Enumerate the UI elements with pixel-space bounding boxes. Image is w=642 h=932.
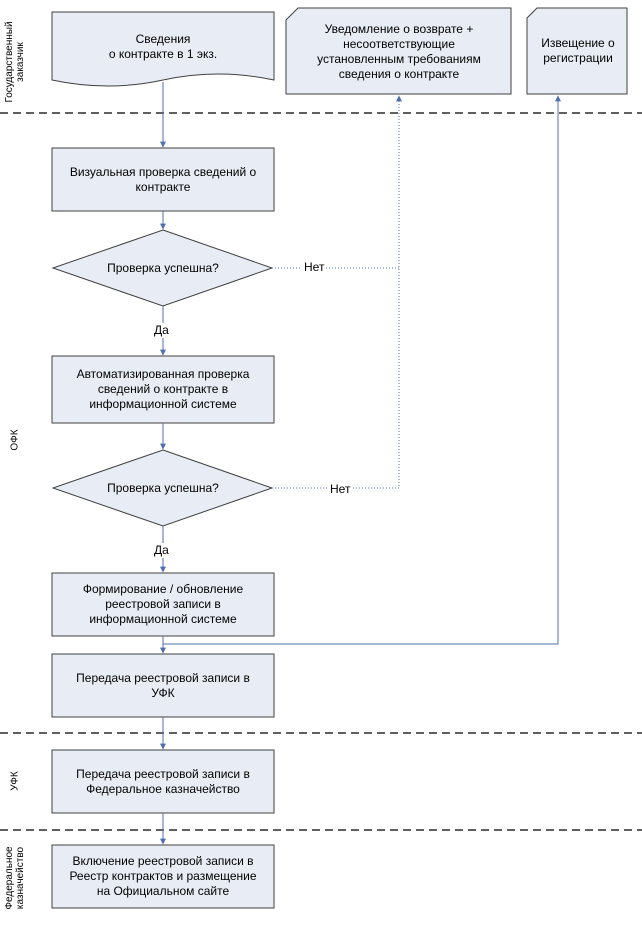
decision-2-text: Проверка успешна? [107,480,219,495]
document-return-text: Уведомление о возврате + несоответствующ… [317,22,481,81]
include-registry-text: Включение реестровой записи в Реестр кон… [69,854,257,898]
lane-label-ufk: УФК [9,771,21,791]
transfer-fk-text: Передача реестровой записи в Федеральное… [76,766,250,796]
edge-label-yes-1: Да [152,323,171,338]
transfer-fk-box [51,749,275,814]
document-info-shape [51,11,275,87]
edge-label-no-2: Нет [328,482,353,497]
include-registry-box [51,844,275,909]
auto-check-text: Автоматизированная проверка сведений о к… [76,367,250,411]
transfer-ufk-box [51,653,275,718]
document-registration-shape [526,7,628,95]
registration-flow-line [163,95,561,645]
form-record-text: Формирование / обновление реестровой зап… [82,582,244,626]
visual-check-box [51,147,275,212]
visual-check-text: Визуальная проверка сведений о контракте [69,164,257,194]
lane-label-treasury: Федеральное казначейство [4,846,26,910]
transfer-ufk-text: Передача реестровой записи в УФК [76,670,250,700]
lane-label-ofk: ОФК [9,429,21,451]
auto-check-box [51,355,275,424]
no-branch-line [272,95,402,489]
edge-label-no-1: Нет [302,260,327,275]
edge-label-yes-2: Да [152,543,171,558]
lane-label-customer: Государственный заказчик [4,21,26,103]
document-info-text: Сведения о контракте в 1 экз. [108,32,218,61]
decision-1-text: Проверка успешна? [107,260,219,275]
document-return-shape [285,7,512,95]
document-registration-text: Извещение о регистрации [541,36,615,65]
